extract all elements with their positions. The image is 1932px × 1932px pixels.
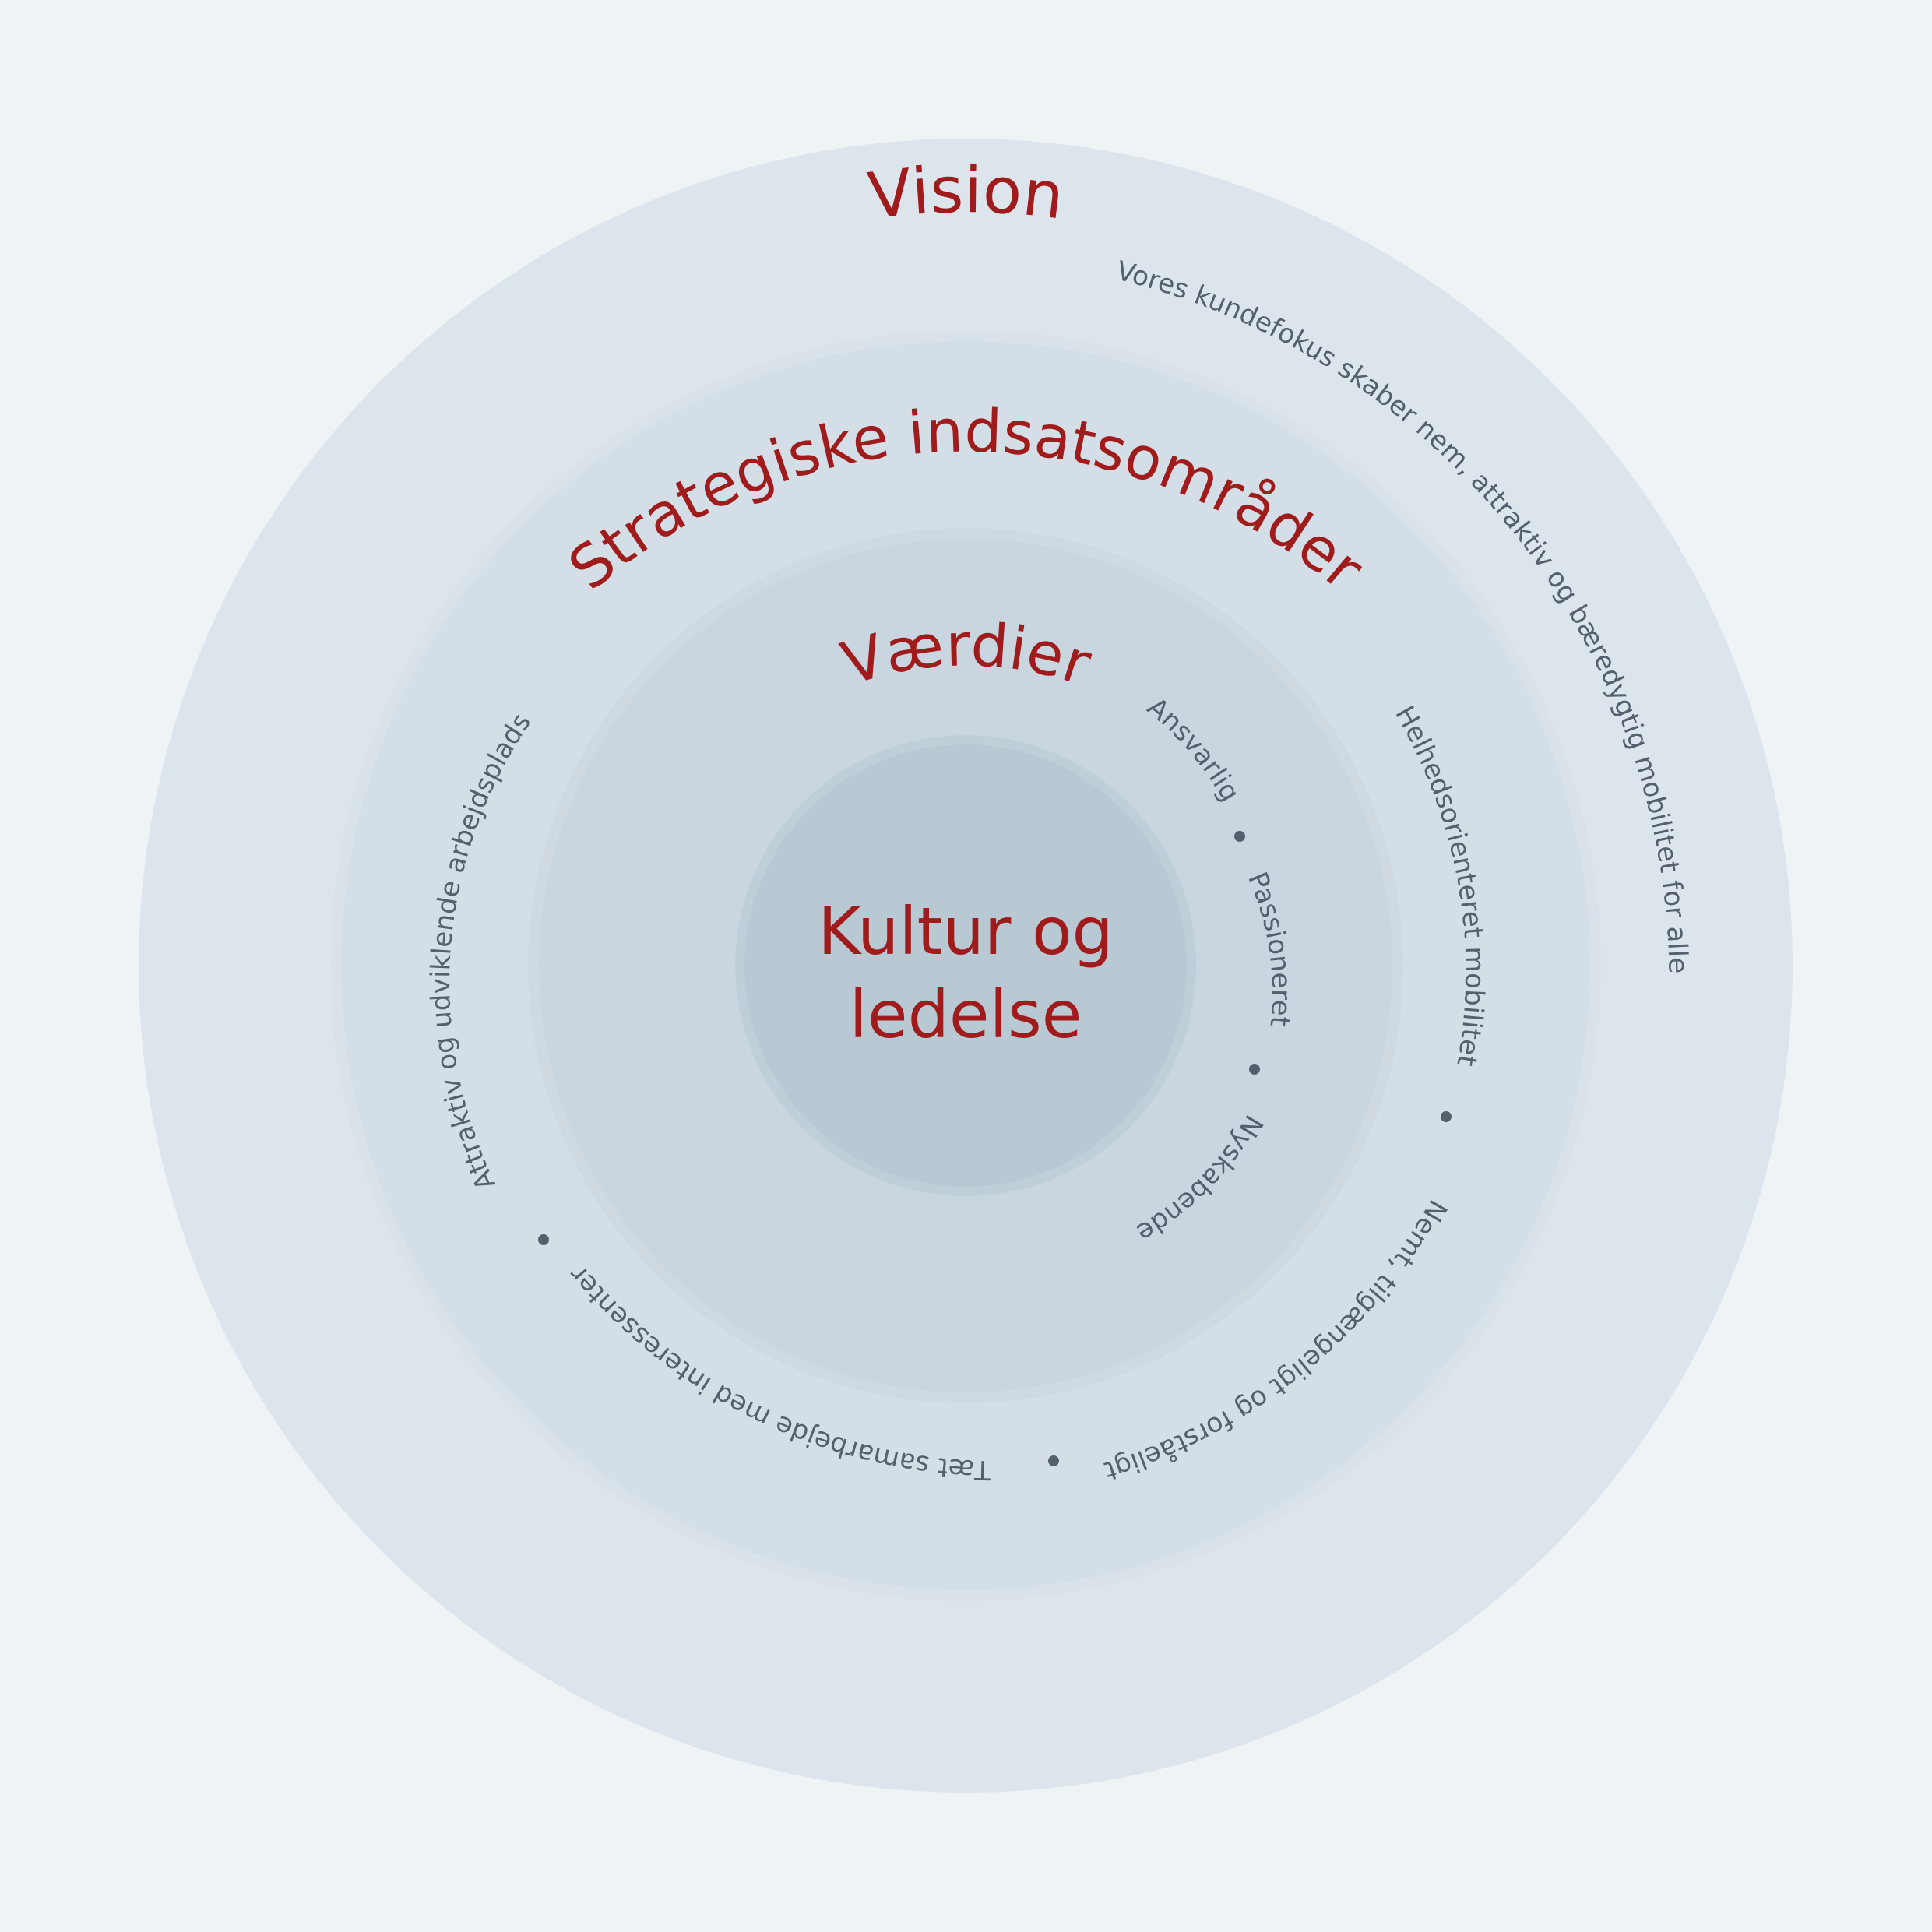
strategy-separator-dot — [538, 1234, 549, 1245]
values-separator-dot — [1234, 831, 1245, 842]
core-title-line-1: Kultur og — [818, 893, 1114, 970]
strategy-separator-dot — [1441, 1111, 1452, 1122]
core-title-line-2: ledelse — [850, 977, 1082, 1053]
vision-title: Vision — [864, 153, 1068, 234]
values-separator-dot — [1249, 1064, 1260, 1075]
core-circle — [744, 744, 1187, 1187]
strategy-separator-dot — [1048, 1455, 1059, 1466]
